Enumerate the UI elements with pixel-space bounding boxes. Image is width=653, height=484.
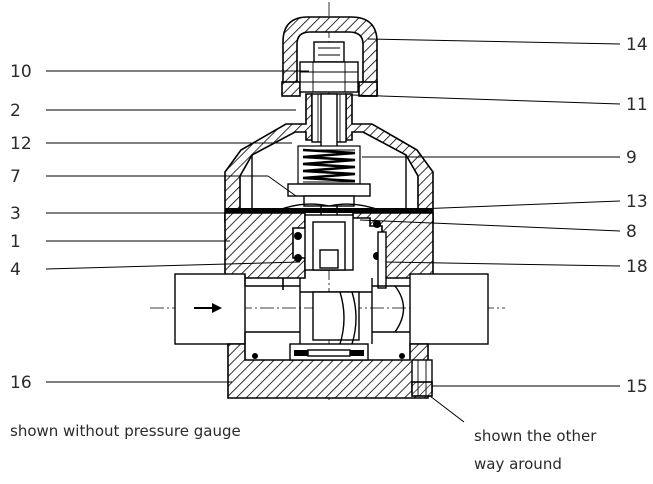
label-11: 11: [626, 95, 648, 115]
screw-part-15: [411, 359, 433, 397]
left-part-labels: 10 2 12 7 3 1 4 16: [10, 62, 32, 393]
flow-direction-arrow: [194, 303, 222, 313]
inlet-pipe: [174, 273, 300, 345]
label-8: 8: [626, 222, 637, 242]
outlet-pipe: [372, 273, 489, 345]
note-without-pressure-gauge: shown without pressure gauge: [10, 422, 241, 440]
right-part-labels: 14 11 9 13 8 18 15: [626, 35, 648, 397]
note-other-way-around-line1: shown the other: [474, 427, 597, 445]
spring-part-9: [297, 145, 361, 185]
label-14: 14: [626, 35, 648, 55]
valve-insert-part-8: [304, 214, 354, 271]
leader-lines: [45, 38, 621, 423]
spring-plate-part-7: [287, 183, 371, 207]
label-10: 10: [10, 62, 32, 82]
label-4: 4: [10, 260, 21, 280]
label-16: 16: [10, 373, 32, 393]
housing-part-1: [224, 212, 434, 279]
label-12: 12: [10, 134, 32, 154]
flow-chamber: [299, 278, 373, 345]
label-13: 13: [626, 192, 648, 212]
adjusting-screw-part-10: [299, 41, 359, 93]
pin-part-18: [377, 231, 387, 289]
label-1: 1: [10, 232, 21, 252]
note-other-way-around-line2: way around: [474, 455, 562, 473]
label-7: 7: [10, 167, 21, 187]
label-15: 15: [626, 377, 648, 397]
label-18: 18: [626, 257, 648, 277]
label-3: 3: [10, 204, 21, 224]
label-2: 2: [10, 101, 21, 121]
label-9: 9: [626, 148, 637, 168]
bottom-cover-part-16: [227, 343, 429, 399]
cap-part-14: [281, 16, 378, 290]
